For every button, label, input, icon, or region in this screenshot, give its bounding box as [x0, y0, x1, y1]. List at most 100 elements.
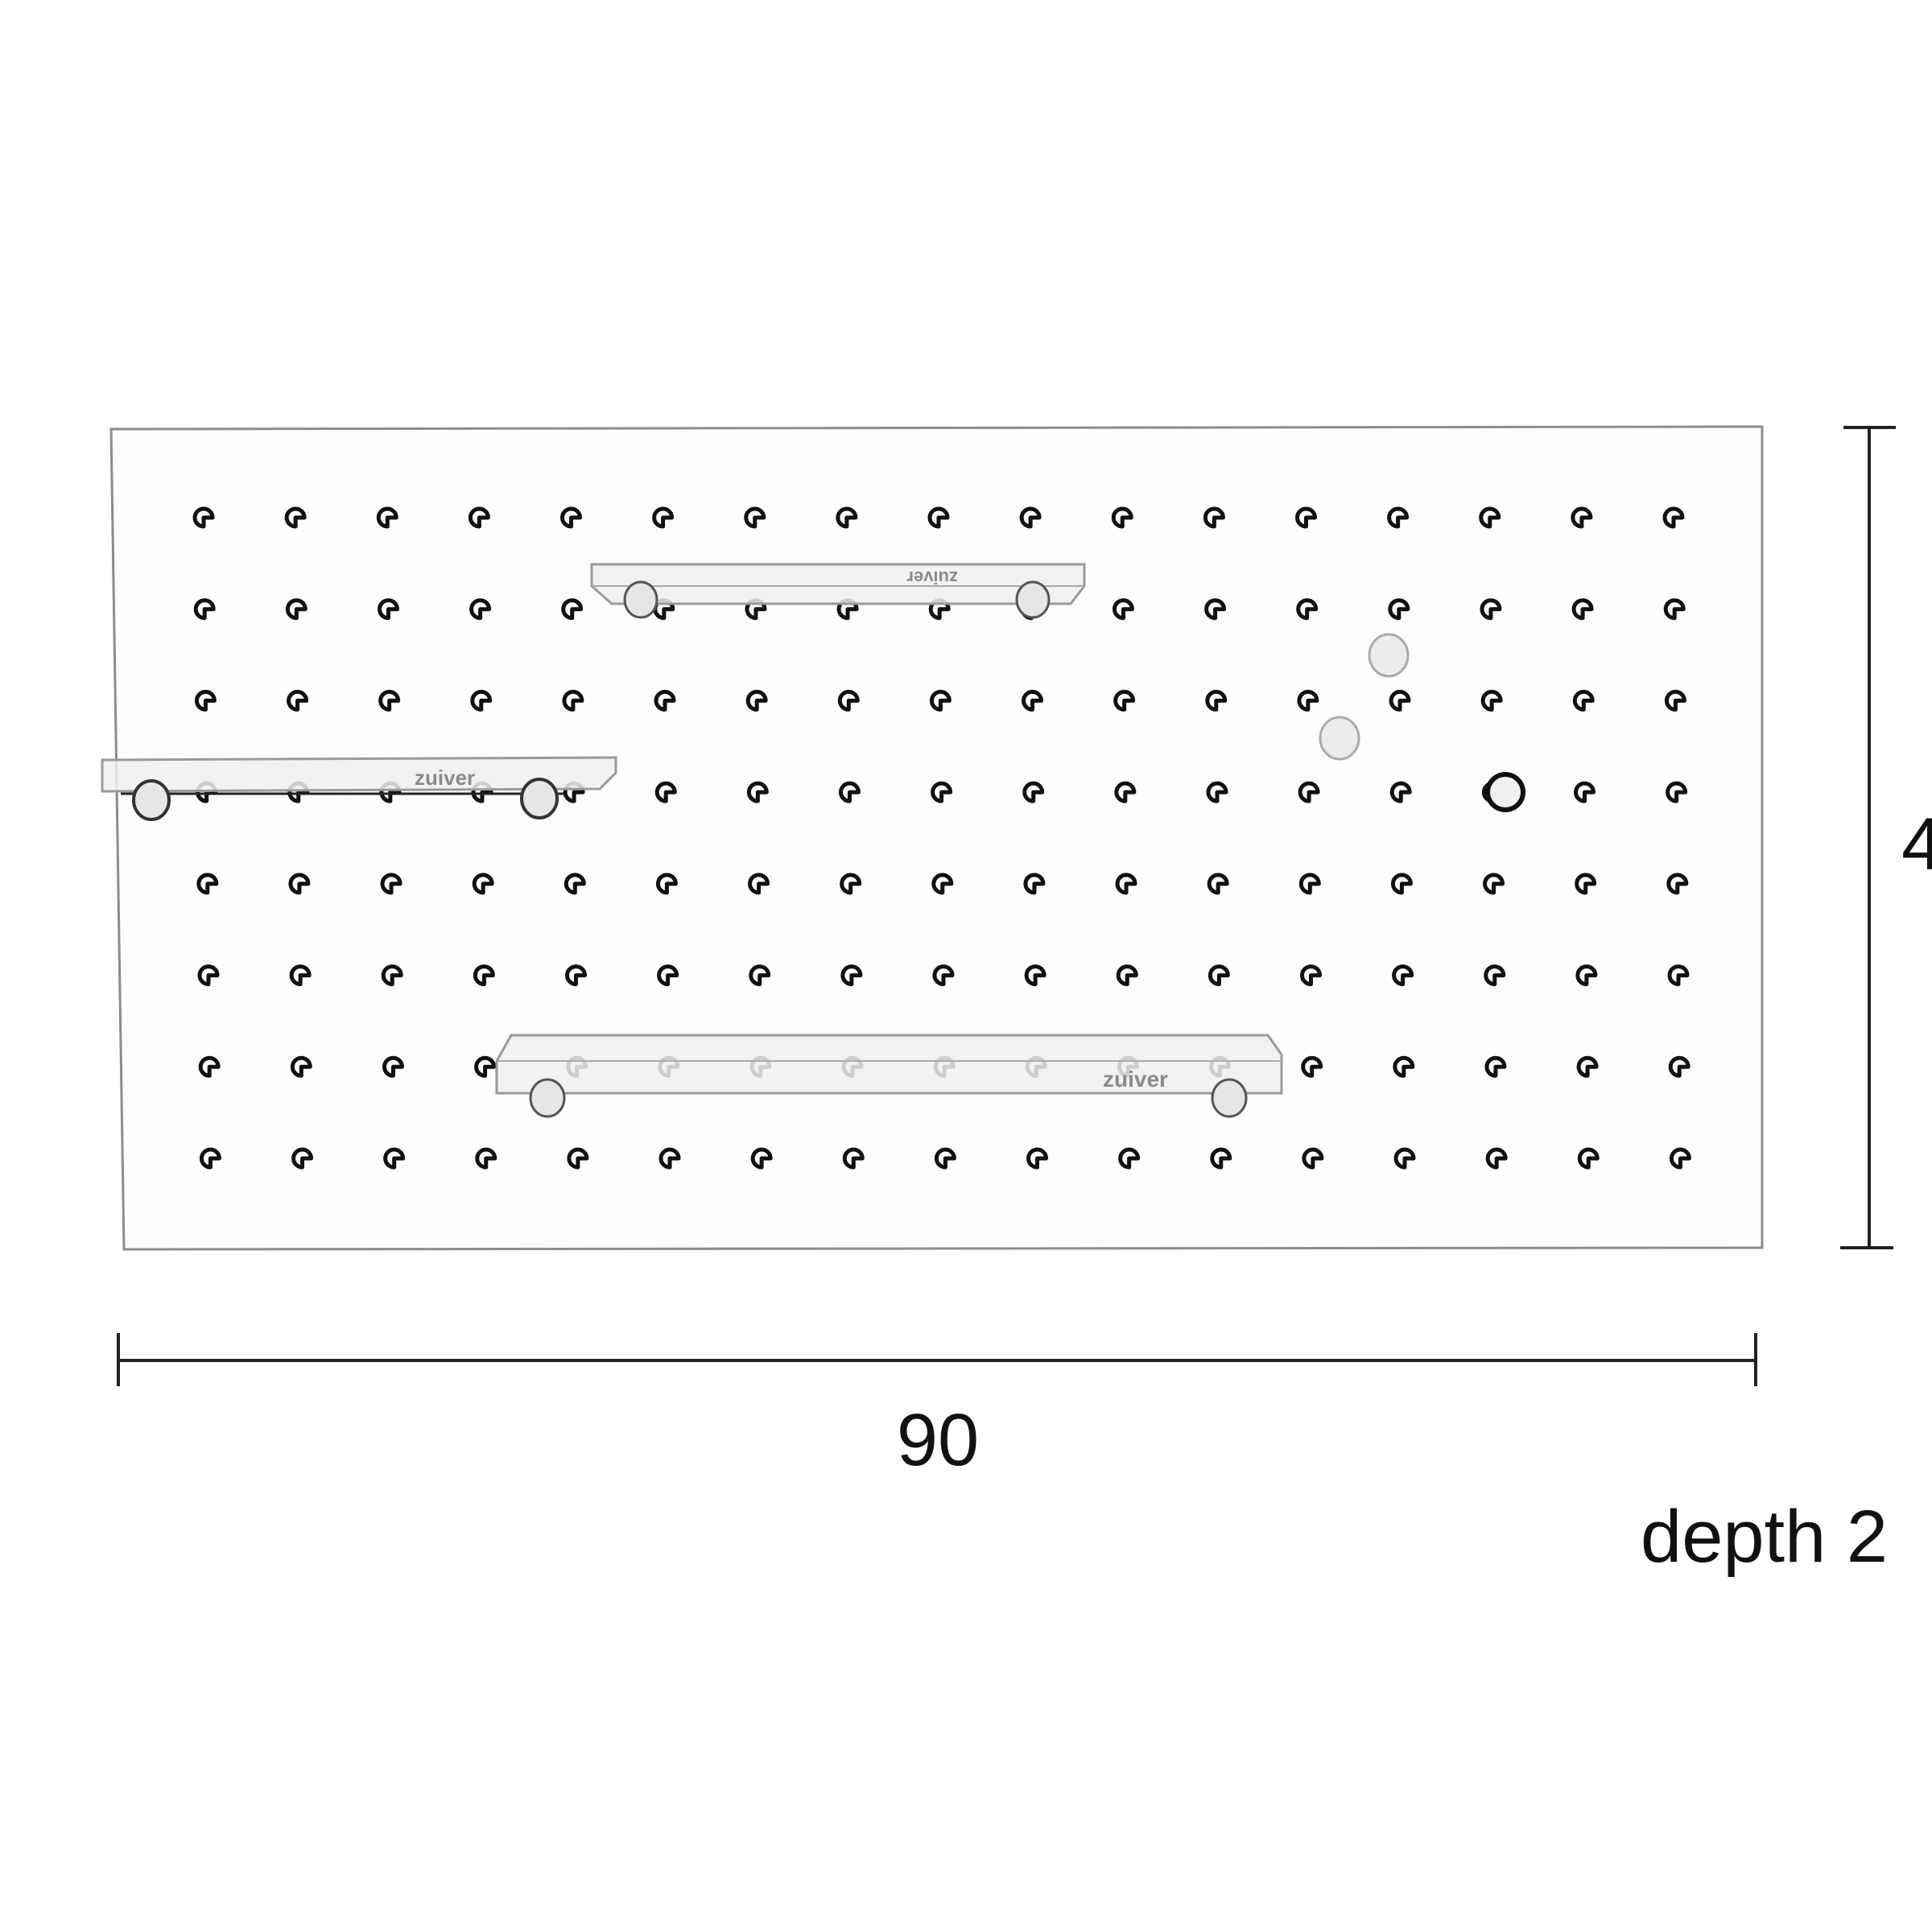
- peg-hole: [1302, 1147, 1324, 1170]
- peg-hole: [1023, 873, 1046, 895]
- peg: [1211, 1078, 1248, 1118]
- peg-hole: [1390, 873, 1413, 895]
- width-dimension: 90: [117, 1333, 1757, 1481]
- peg-hole: [1576, 1055, 1599, 1078]
- peg-hole: [1574, 781, 1596, 803]
- shelf-brand-logo: zuiver: [906, 568, 958, 588]
- peg-hole: [1484, 964, 1506, 987]
- peg-hole: [1577, 1147, 1600, 1170]
- peg: [132, 779, 171, 821]
- peg-hole: [1113, 689, 1136, 712]
- peg-hole: [290, 1055, 312, 1078]
- peg-hole: [1114, 781, 1137, 803]
- peg-hole: [473, 964, 495, 987]
- peg-hole: [658, 1147, 681, 1170]
- peg-hole: [192, 506, 215, 529]
- peg-hole: [657, 964, 679, 987]
- peg-hole: [1666, 781, 1688, 803]
- peg-hole: [927, 506, 950, 529]
- peg: [520, 778, 559, 819]
- peg-hole: [655, 873, 678, 895]
- peg-hole: [836, 506, 858, 529]
- peg-hole: [381, 964, 403, 987]
- peg-hole: [929, 689, 952, 712]
- peg-hole: [837, 689, 860, 712]
- peg-hole: [468, 506, 490, 529]
- peg-hole: [1208, 964, 1230, 987]
- peg-hole: [1662, 506, 1685, 529]
- peg-hole: [1389, 781, 1412, 803]
- peg-hole: [654, 781, 677, 803]
- peg-hole: [474, 1055, 497, 1078]
- peg-hole: [378, 689, 401, 712]
- depth-label: depth 2: [1641, 1496, 1888, 1578]
- peg-hole: [1111, 506, 1133, 529]
- peg-hole: [196, 873, 219, 895]
- peg-hole: [934, 1147, 956, 1170]
- peg-hole: [748, 873, 770, 895]
- peg-hole: [1112, 598, 1134, 621]
- height-dimension: 4: [1840, 426, 1932, 1249]
- peg: [529, 1078, 566, 1118]
- peg-hole: [564, 873, 586, 895]
- peg-hole: [1575, 964, 1598, 987]
- loose-peg: [1319, 716, 1360, 761]
- peg: [623, 580, 658, 619]
- peg-hole: [750, 1147, 773, 1170]
- height-label: 4: [1901, 803, 1932, 886]
- shelf-left: zuiver: [101, 756, 617, 821]
- peg-hole: [842, 1147, 865, 1170]
- peg-hole: [1387, 506, 1410, 529]
- peg-hole: [840, 873, 862, 895]
- peg-hole: [1666, 873, 1689, 895]
- peg-hole: [1301, 1055, 1323, 1078]
- peg-hole: [287, 689, 309, 712]
- peg: [1015, 580, 1051, 619]
- peg-hole: [1668, 1055, 1690, 1078]
- loose-peg: [1368, 633, 1410, 678]
- peg-hole: [745, 689, 768, 712]
- peg-hole: [1019, 506, 1042, 529]
- shelf-brand-logo: zuiver: [415, 766, 475, 790]
- peg-hole: [376, 506, 398, 529]
- peg-hole: [199, 1147, 221, 1170]
- peg-hole: [1210, 1147, 1232, 1170]
- peg-hole: [1297, 689, 1319, 712]
- peg-hole: [1116, 964, 1138, 987]
- peg-hole: [749, 964, 771, 987]
- peg-hole: [652, 506, 675, 529]
- peg-holes: [192, 506, 1691, 1170]
- peg-hole: [1118, 1147, 1141, 1170]
- peg-hole: [1206, 781, 1228, 803]
- peg-hole: [562, 689, 584, 712]
- peg-hole: [1484, 1055, 1507, 1078]
- peg-hole: [1571, 506, 1593, 529]
- peg-hole: [1205, 689, 1228, 712]
- peg-hole: [1026, 1147, 1049, 1170]
- peg-hole: [1664, 689, 1686, 712]
- peg-hole: [561, 598, 584, 621]
- peg-hole: [931, 873, 954, 895]
- shelf-top: zuiver: [590, 563, 1086, 619]
- peg-hole: [567, 1147, 589, 1170]
- peg-hole: [1393, 1147, 1416, 1170]
- peg-hole: [931, 781, 953, 803]
- peg-hole: [1389, 689, 1411, 712]
- peg-hole: [1392, 964, 1414, 987]
- peg-hole: [744, 506, 766, 529]
- peg-hole: [291, 1147, 314, 1170]
- peg-hole: [1298, 781, 1320, 803]
- peg-hole: [377, 598, 399, 621]
- peg-hole: [565, 964, 587, 987]
- peg-hole: [288, 873, 311, 895]
- peg-hole: [382, 1055, 404, 1078]
- shelf-bottom: zuiver: [495, 1034, 1283, 1118]
- peg-hole: [383, 1147, 406, 1170]
- peg-hole: [654, 689, 676, 712]
- peg-hole: [839, 781, 861, 803]
- peg-hole: [194, 689, 217, 712]
- peg-hole: [470, 689, 493, 712]
- pegboard: [109, 425, 1764, 1251]
- peg-hole: [1022, 781, 1045, 803]
